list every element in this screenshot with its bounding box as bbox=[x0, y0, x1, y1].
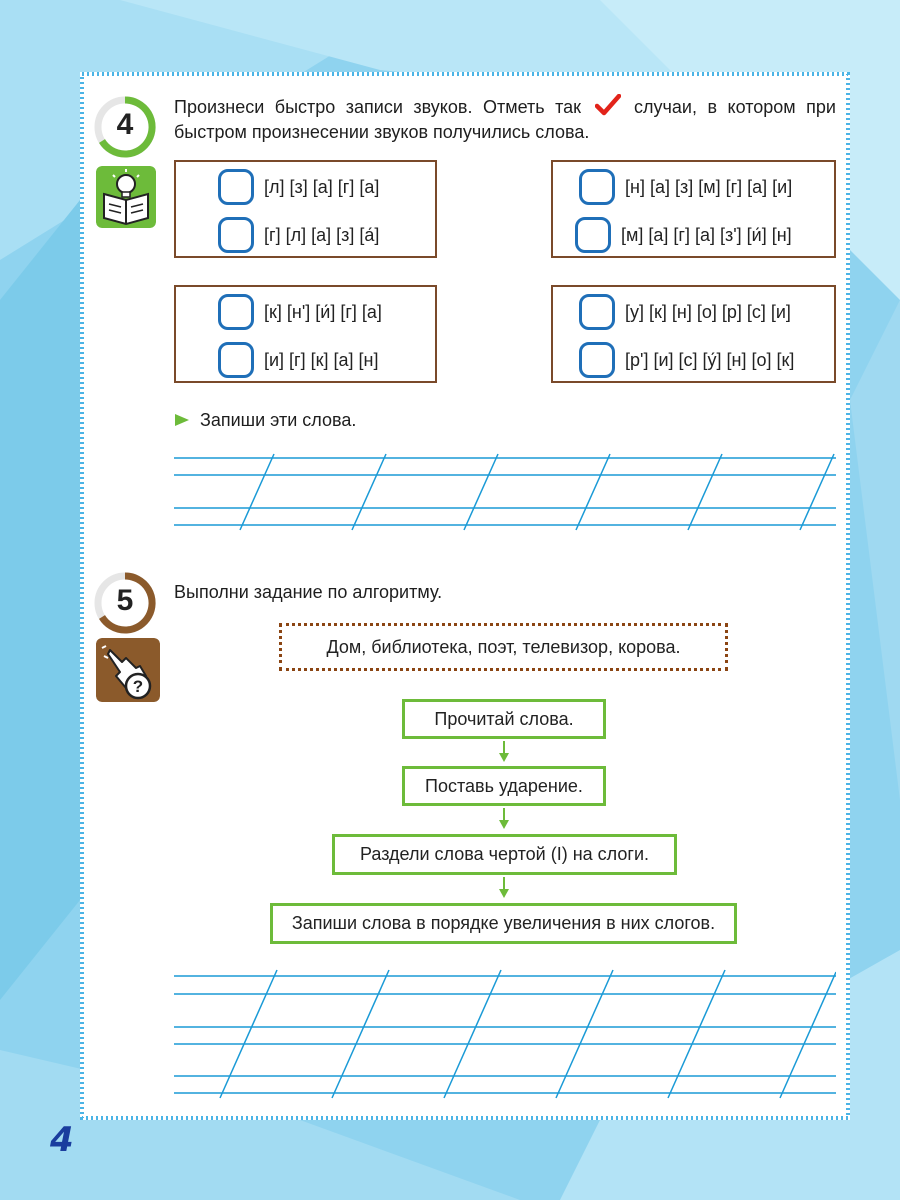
page-number: 4 bbox=[50, 1120, 74, 1160]
sound-row[interactable]: [н] [а] [з] [м] [г] [а] [и] bbox=[579, 167, 792, 207]
sound-box-3: [к] [н'] [и́] [г] [а] [и] [г] [к] [а] [н… bbox=[174, 285, 437, 383]
task4-number: 4 bbox=[116, 108, 134, 141]
sound-row[interactable]: [м] [а] [г] [а] [з'] [и́] [н] bbox=[575, 215, 792, 255]
task4-number-badge bbox=[94, 96, 156, 158]
answer-checkbox[interactable] bbox=[218, 342, 254, 378]
answer-checkbox[interactable] bbox=[579, 294, 615, 330]
flow-step-4: Запиши слова в порядке увеличения в них … bbox=[270, 903, 737, 944]
sound-row[interactable]: [к] [н'] [и́] [г] [а] bbox=[218, 292, 382, 332]
sound-row[interactable]: [г] [л] [а] [з] [а́] bbox=[218, 215, 379, 255]
flow-step-2: Поставь ударение. bbox=[402, 766, 606, 806]
sound-box-1: [л] [з] [а] [г] [а] [г] [л] [а] [з] [а́] bbox=[174, 160, 437, 258]
flow-step-3: Раздели слова чертой (I) на слоги. bbox=[332, 834, 677, 875]
writing-lines-task5[interactable] bbox=[174, 966, 836, 1102]
sound-record: [и] [г] [к] [а] [н] bbox=[264, 349, 379, 370]
sound-record: [к] [н'] [и́] [г] [а] bbox=[264, 301, 382, 322]
task4-instruction: Произнеси быстро записи звуков. Отметь т… bbox=[174, 94, 836, 145]
words-box: Дом, библиотека, поэт, телевизор, корова… bbox=[279, 623, 728, 671]
sound-record: [л] [з] [а] [г] [а] bbox=[264, 176, 380, 197]
task5-number-badge bbox=[94, 572, 156, 634]
svg-text:?: ? bbox=[133, 677, 143, 696]
task5-instruction: Выполни задание по алгоритму. bbox=[174, 582, 443, 602]
answer-checkbox[interactable] bbox=[575, 217, 611, 253]
flow-arrow-icon bbox=[499, 877, 509, 898]
sound-record: [г] [л] [а] [з] [а́] bbox=[264, 224, 380, 245]
answer-checkbox[interactable] bbox=[218, 217, 254, 253]
sound-box-4: [у] [к] [н] [о] [р] [с] [и] [р'] [и] [с]… bbox=[551, 285, 836, 383]
sound-row[interactable]: [и] [г] [к] [а] [н] bbox=[218, 340, 378, 380]
task5-number: 5 bbox=[116, 584, 134, 617]
triangle-bullet-icon bbox=[175, 414, 189, 426]
writing-lines-task4[interactable] bbox=[174, 450, 836, 535]
answer-checkbox[interactable] bbox=[579, 342, 615, 378]
task4-subtask: Запиши эти слова. bbox=[200, 410, 357, 430]
sound-record: [м] [а] [г] [а] [з'] [и́] [н] bbox=[621, 224, 792, 245]
task4-instruction-part2: случаи, в котором при быстром произнесен… bbox=[174, 97, 836, 142]
flow-arrow-icon bbox=[499, 741, 509, 762]
flow-arrow-icon bbox=[499, 808, 509, 829]
answer-checkbox[interactable] bbox=[218, 294, 254, 330]
task4-instruction-part1: Произнеси быстро записи звуков. Отметь т… bbox=[174, 97, 582, 117]
sound-row[interactable]: [р'] [и] [с] [у́] [н] [о] [к] bbox=[579, 340, 794, 380]
sound-row[interactable]: [у] [к] [н] [о] [р] [с] [и] bbox=[579, 292, 791, 332]
hand-question-icon: ? bbox=[96, 638, 160, 702]
sound-record: [р'] [и] [с] [у́] [н] [о] [к] bbox=[625, 349, 795, 370]
sound-box-2: [н] [а] [з] [м] [г] [а] [и] [м] [а] [г] … bbox=[551, 160, 836, 258]
flow-step-1: Прочитай слова. bbox=[402, 699, 606, 739]
book-lightbulb-icon bbox=[96, 166, 156, 228]
sound-row[interactable]: [л] [з] [а] [г] [а] bbox=[218, 167, 379, 207]
sound-record: [н] [а] [з] [м] [г] [а] [и] bbox=[625, 176, 793, 197]
answer-checkbox[interactable] bbox=[579, 169, 615, 205]
sound-record: [у] [к] [н] [о] [р] [с] [и] bbox=[625, 301, 791, 322]
check-mark-icon bbox=[594, 94, 621, 116]
answer-checkbox[interactable] bbox=[218, 169, 254, 205]
